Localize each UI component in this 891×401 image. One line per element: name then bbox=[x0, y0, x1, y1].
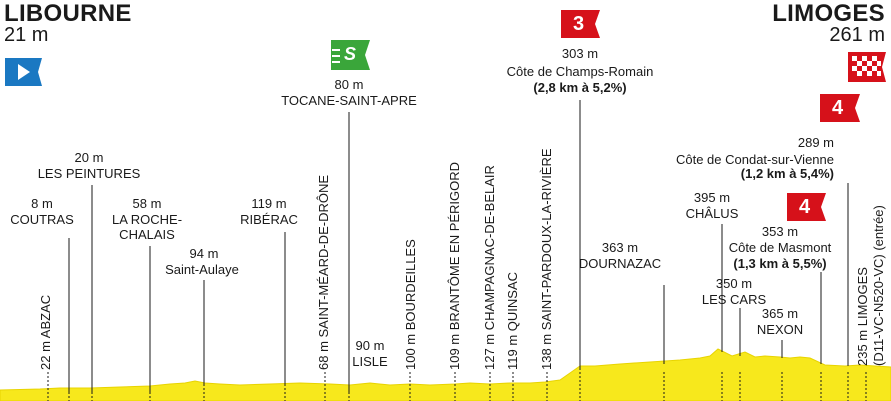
bourdeilles-label: 100 m BOURDEILLES bbox=[403, 239, 418, 370]
coutras-altitude: 8 m bbox=[31, 196, 53, 211]
finish-altitude: 261 m bbox=[829, 24, 885, 46]
les-cars-name: LES CARS bbox=[701, 292, 767, 307]
sprint-letter: S bbox=[344, 44, 357, 64]
pointer-lines bbox=[68, 100, 849, 392]
coutras-name: COUTRAS bbox=[10, 212, 74, 227]
tocane-altitude: 80 m bbox=[334, 77, 364, 92]
climb-flag-cat3-icon bbox=[561, 10, 600, 38]
champs-romain-name: Côte de Champs-Romain bbox=[506, 64, 654, 79]
saint-pardoux-label: 138 m SAINT-PARDOUX-LA-RIVIÈRE bbox=[539, 148, 554, 370]
start-altitude: 21 m bbox=[4, 24, 49, 46]
les-cars-altitude: 350 m bbox=[715, 276, 753, 291]
climb-flag-masmont-icon bbox=[787, 193, 826, 221]
lisle-altitude: 90 m bbox=[355, 338, 385, 353]
condat-name: Côte de Condat-sur-Vienne bbox=[675, 152, 834, 167]
saint-aulaye-name: Saint-Aulaye bbox=[165, 262, 239, 277]
start-flag-icon bbox=[5, 58, 42, 86]
roche-chalais-altitude: 58 m bbox=[132, 196, 162, 211]
limoges-entry-label-1: 235 m LIMOGES bbox=[855, 267, 870, 366]
elevation-profile bbox=[0, 348, 891, 401]
dournazac-name: DOURNAZAC bbox=[578, 256, 662, 271]
masmont-altitude: 353 m bbox=[761, 224, 799, 239]
nexon-altitude: 365 m bbox=[761, 306, 799, 321]
peintures-altitude: 20 m bbox=[74, 150, 104, 165]
abzac-label: 22 m ABZAC bbox=[38, 294, 53, 370]
quinsac-label: 119 m QUINSAC bbox=[505, 271, 520, 370]
finish-city: LIMOGES bbox=[772, 0, 885, 27]
riberac-altitude: 119 m bbox=[251, 196, 287, 211]
dournazac-altitude: 363 m bbox=[601, 240, 639, 255]
riberac-name: RIBÉRAC bbox=[240, 212, 298, 227]
nexon-name: NEXON bbox=[756, 322, 804, 337]
finish-flag-icon bbox=[848, 52, 886, 82]
sprint-flag-icon bbox=[331, 40, 370, 70]
climb-condat-number: 4 bbox=[832, 97, 844, 119]
climb-flag-condat-icon bbox=[820, 94, 860, 122]
masmont-detail: (1,3 km à 5,5%) bbox=[733, 256, 827, 271]
climb-cat3-number: 3 bbox=[573, 13, 585, 35]
champs-romain-detail: (2,8 km à 5,2%) bbox=[533, 80, 627, 95]
brantome-label: 109 m BRANTÔME EN PÉRIGORD bbox=[447, 161, 462, 370]
chalus-name: CHÂLUS bbox=[685, 206, 739, 221]
champagnac-label: 127 m CHAMPAGNAC-DE-BELAIR bbox=[482, 165, 497, 370]
champs-romain-altitude: 303 m bbox=[561, 46, 599, 61]
chalus-altitude: 395 m bbox=[693, 190, 731, 205]
roche-chalais-name: LA ROCHE- CHALAIS bbox=[111, 212, 183, 242]
condat-altitude: 289 m bbox=[797, 135, 834, 150]
saint-meard-label: 68 m SAINT-MÉARD-DE-DRÔNE bbox=[316, 174, 331, 370]
town-ticks bbox=[47, 372, 867, 401]
peintures-name: LES PEINTURES bbox=[37, 166, 141, 181]
lisle-name: LISLE bbox=[352, 354, 388, 369]
saint-aulaye-altitude: 94 m bbox=[189, 246, 219, 261]
limoges-entry-label-2: (D11-VC-N520-VC) (entrée) bbox=[871, 205, 886, 366]
start-city: LIBOURNE bbox=[4, 0, 132, 27]
tocane-name: TOCANE-SAINT-APRE bbox=[281, 93, 417, 108]
climb-masmont-number: 4 bbox=[799, 196, 811, 218]
masmont-name: Côte de Masmont bbox=[728, 240, 832, 255]
condat-detail: (1,2 km à 5,4%) bbox=[740, 166, 834, 181]
